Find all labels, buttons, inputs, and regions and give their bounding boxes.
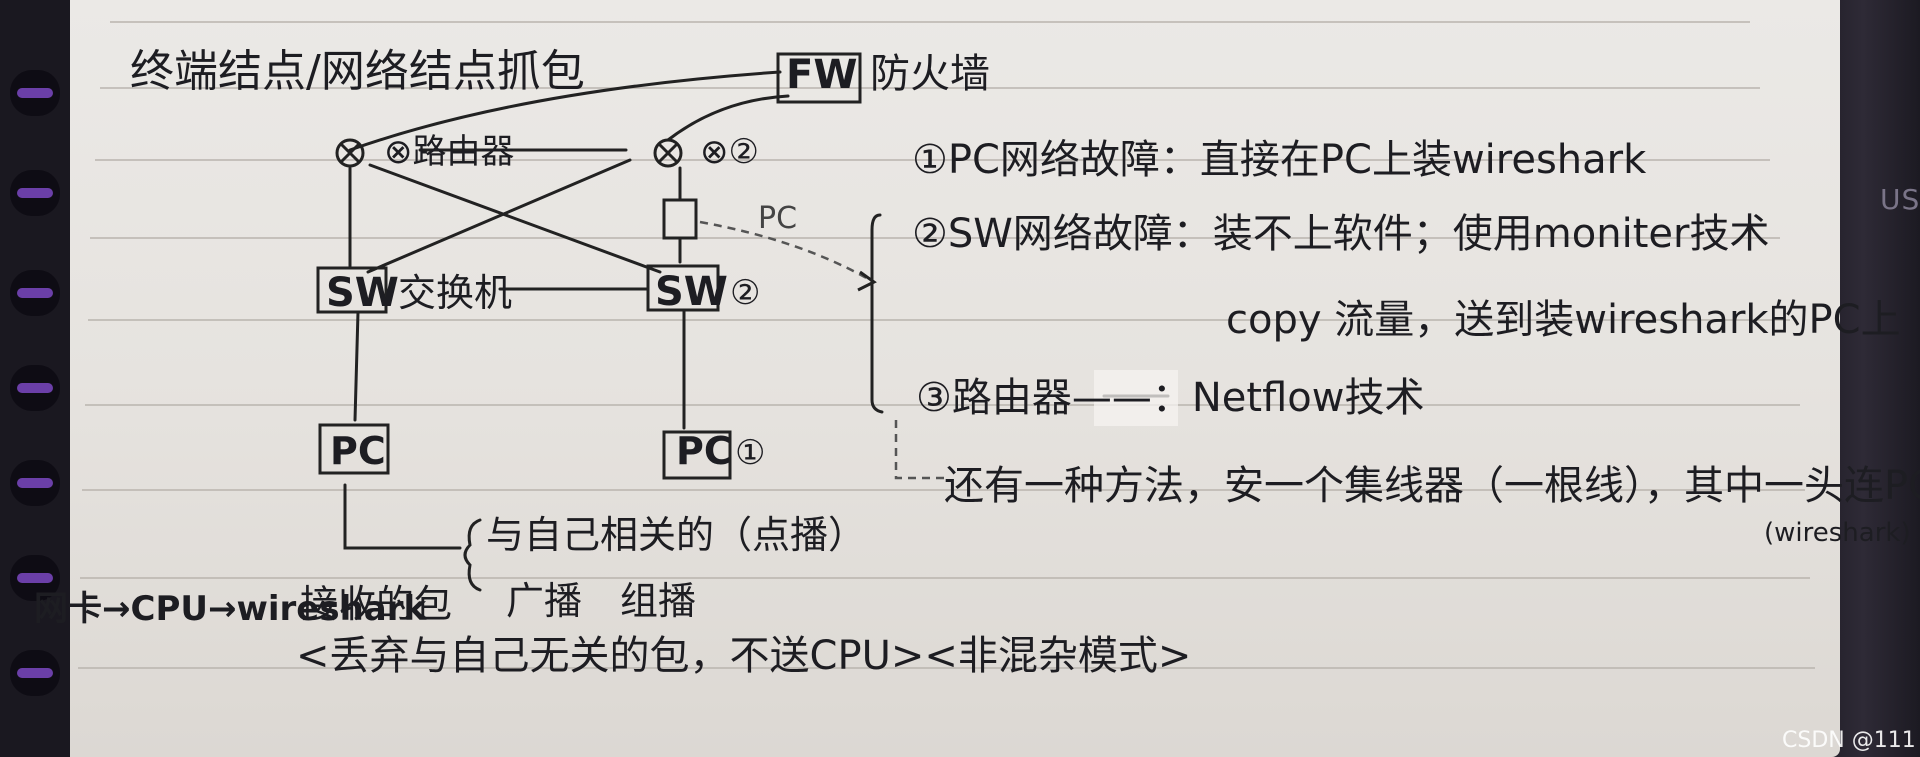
binder-hole — [10, 650, 60, 696]
fw-label: 防火墙 — [870, 51, 990, 97]
binder-hole — [10, 555, 60, 601]
pc-left-box — [318, 423, 390, 475]
pc-right-circle-number: ① — [735, 433, 766, 473]
note-hub-method: 还有一种方法，安一个集线器（一根线），其中一头连PC — [944, 463, 1920, 509]
pc-to-receive — [343, 483, 462, 550]
sw1-box — [316, 266, 388, 314]
link-router2-fw — [666, 94, 790, 142]
correction-tape — [1094, 370, 1178, 426]
received-packets-label: 接收的包 — [300, 582, 453, 626]
pc-tap-label: PC — [758, 201, 798, 236]
router-label: ⊗路由器 — [384, 132, 515, 172]
note-hub-wireshark: (wireshark) — [1764, 518, 1911, 548]
note-sw-fault-cont: copy 流量，送到装wireshark的PC上 — [1226, 297, 1901, 343]
fw-box-label: FW — [786, 52, 858, 98]
brace-notes — [870, 213, 884, 414]
note-sw-fault: ②SW网络故障：装不上软件；使用moniter技术 — [912, 211, 1770, 257]
binder-holes — [0, 0, 70, 757]
pc-left-label: PC — [330, 429, 386, 473]
mirror-arrow — [699, 220, 871, 282]
pc-right-label: PC — [676, 429, 732, 473]
fw-box — [776, 52, 862, 104]
binder-hole — [10, 460, 60, 506]
branch-unicast: 与自己相关的（点播） — [486, 513, 867, 557]
binder-hole — [10, 365, 60, 411]
notes-title: 终端结点/网络结点抓包 — [130, 46, 585, 97]
sw1-box-label: SW — [326, 270, 399, 316]
hub-dashed — [894, 420, 946, 480]
switch-label: 交换机 — [398, 271, 513, 315]
ruled-lines — [78, 21, 1815, 669]
tap-device — [662, 198, 698, 240]
cross-link-2 — [366, 158, 632, 274]
branch-broadcast-multicast: 广播 组播 — [506, 579, 697, 623]
router2-label: ⊗② — [700, 132, 759, 172]
keyboard-key-label: US — [1880, 183, 1920, 216]
pc-right-box — [662, 430, 732, 480]
router1-symbol — [335, 138, 365, 168]
nic-flow-note: 网卡→CPU→wireshark — [34, 589, 427, 629]
keyboard-edge — [1825, 0, 1920, 757]
link-router1-fw — [348, 70, 782, 152]
cross-link-1 — [368, 163, 662, 274]
binder-hole — [10, 270, 60, 316]
router2-symbol — [653, 138, 683, 168]
watermark: CSDN @111辄 — [1782, 728, 1916, 753]
sw2-circle-number: ② — [730, 273, 761, 313]
note-router-netflow: ③路由器——：Netflow技术 — [916, 375, 1425, 421]
non-promiscuous-note: <丢弃与自己无关的包，不送CPU><非混杂模式> — [296, 633, 1192, 679]
sw2-box-label: SW — [655, 269, 728, 315]
brace-receive — [463, 518, 482, 592]
note-pc-fault: ①PC网络故障：直接在PC上装wireshark — [912, 137, 1647, 183]
link-sw1-pc — [353, 310, 360, 422]
binder-hole — [10, 170, 60, 216]
notebook-page — [70, 0, 1840, 757]
binder-hole — [10, 70, 60, 116]
